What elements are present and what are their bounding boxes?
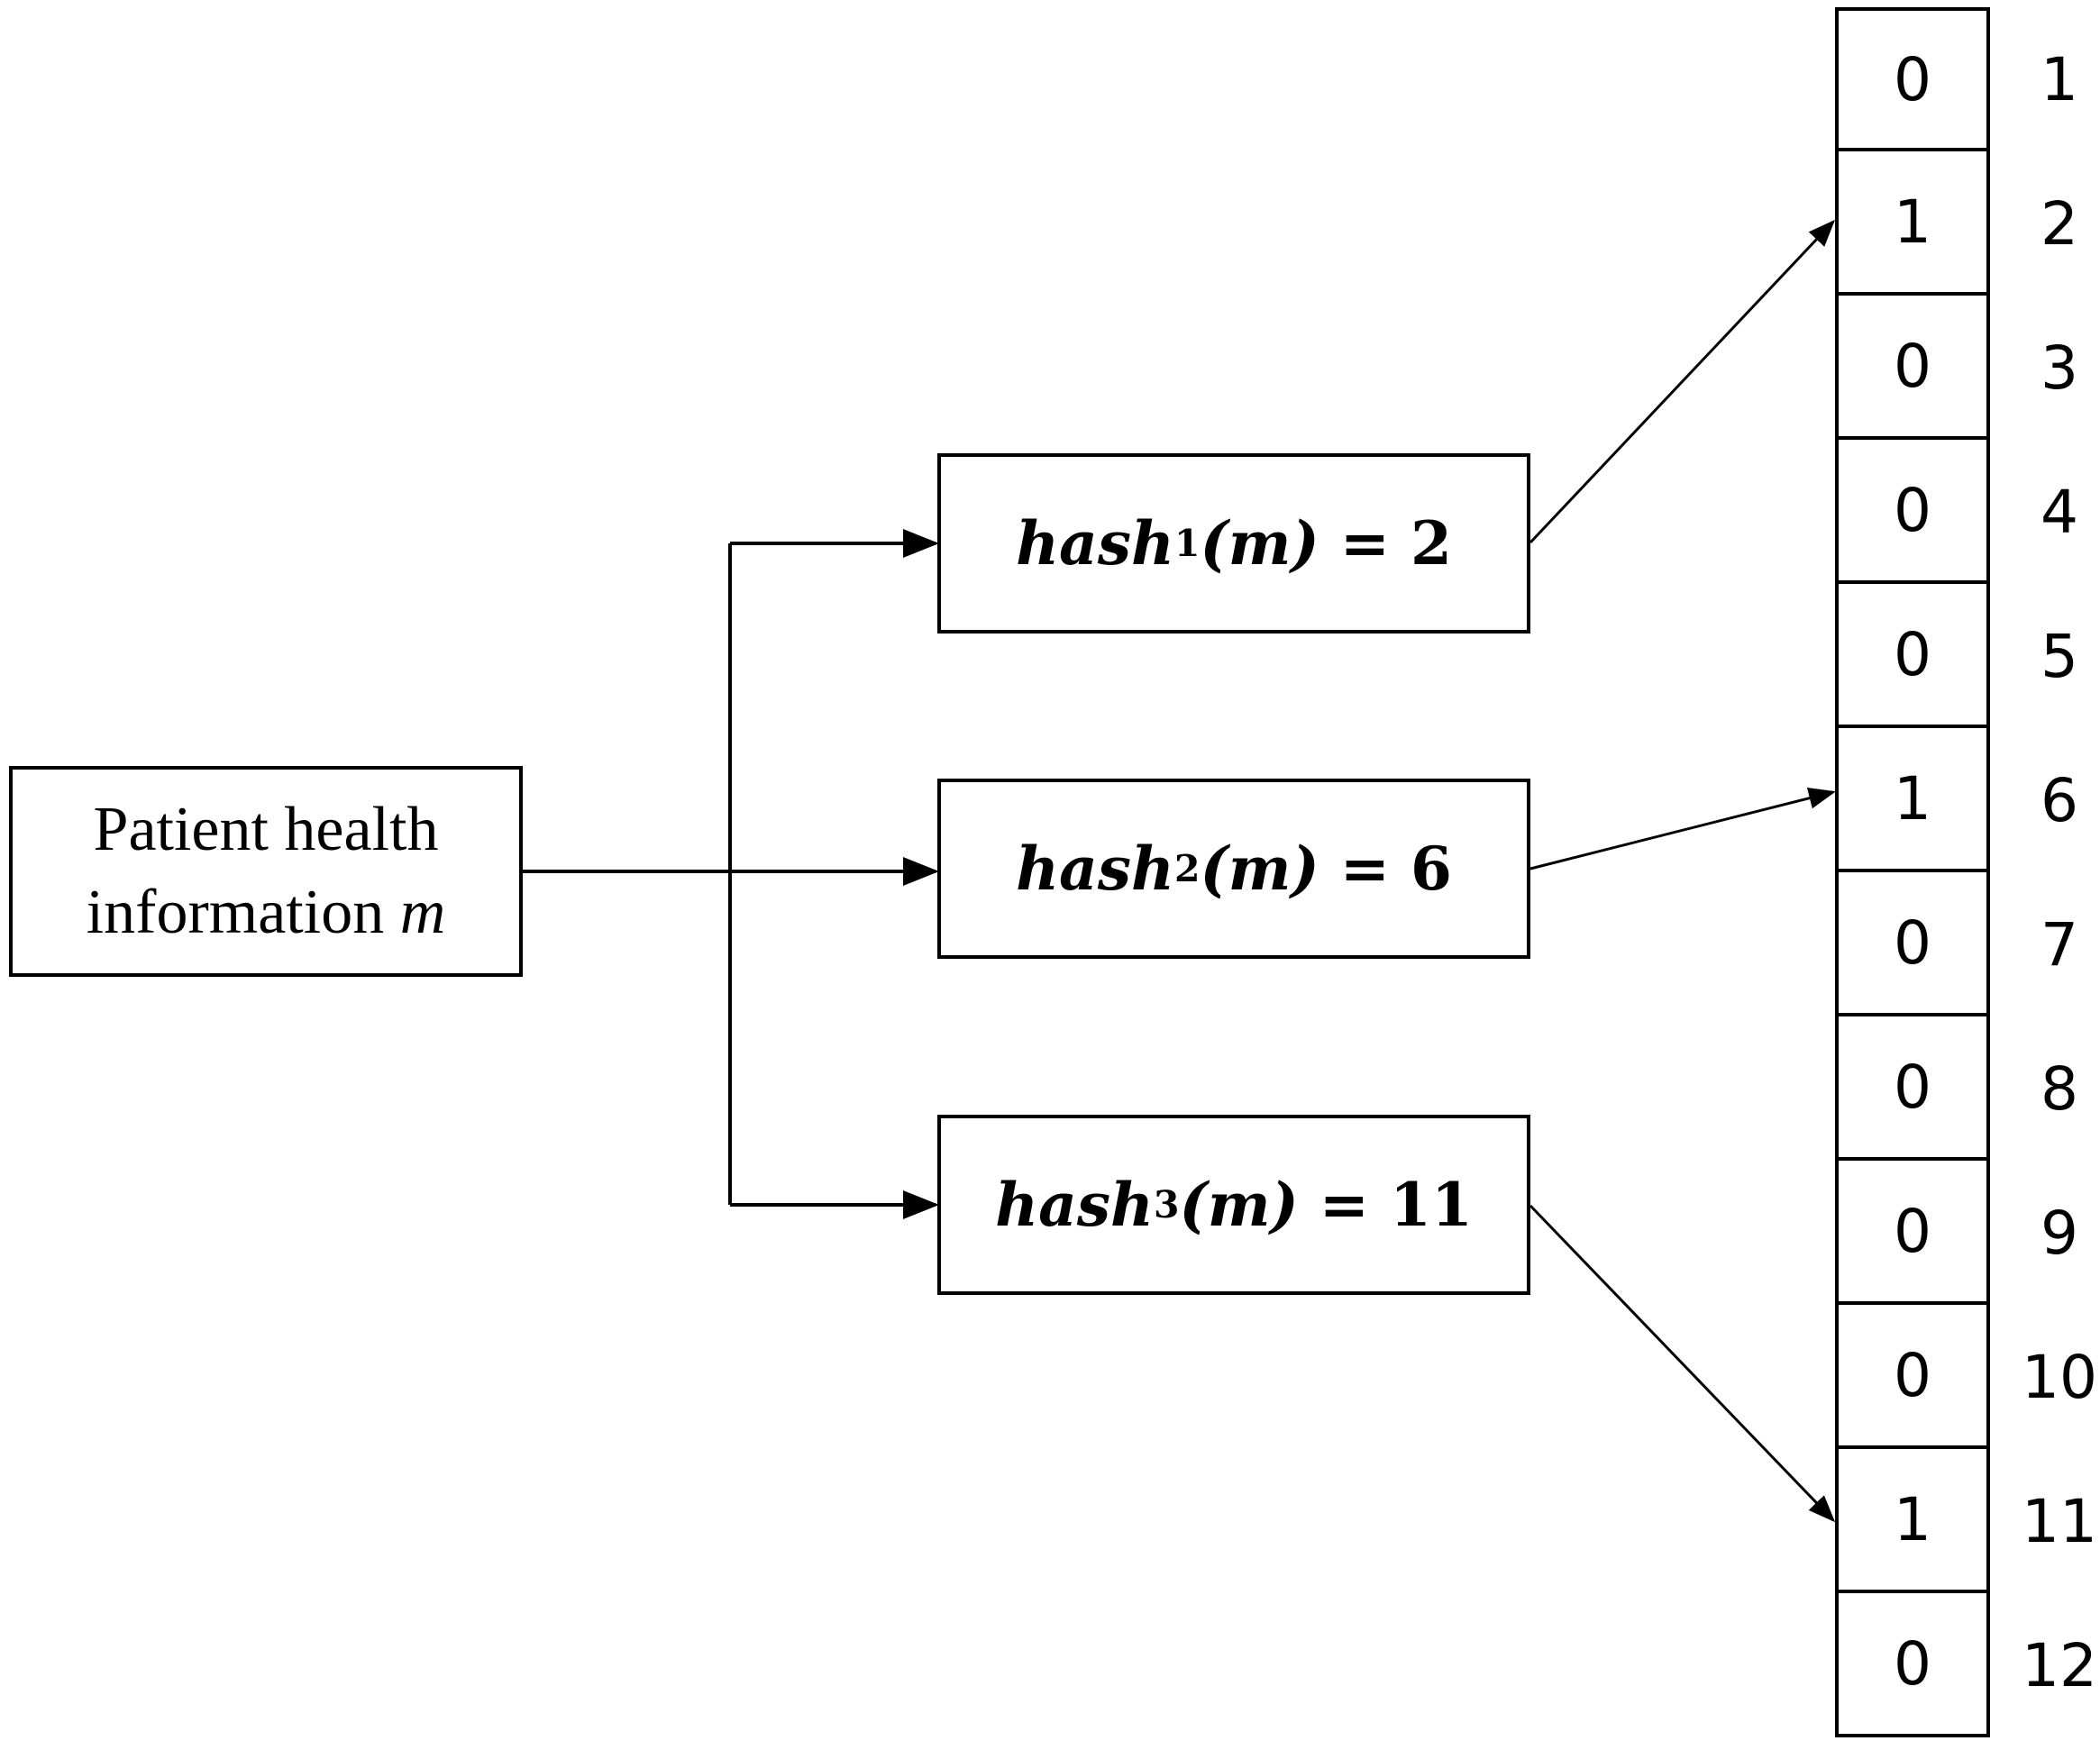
hash3-subscript: 3 — [1154, 1183, 1180, 1226]
bit-cell-2: 1 — [1835, 151, 1990, 296]
bit-index-3: 3 — [2041, 333, 2078, 403]
bit-cell-8: 0 — [1835, 1016, 1990, 1161]
bit-cell-4: 0 — [1835, 440, 1990, 584]
bit-cell-6: 1 — [1835, 728, 1990, 872]
bit-cell-11: 1 — [1835, 1449, 1990, 1593]
bit-index-11: 11 — [2022, 1486, 2097, 1556]
hash2-value: 6 — [1411, 834, 1452, 904]
patient-info-line2: information — [86, 878, 385, 947]
hash1-value: 2 — [1411, 508, 1452, 579]
hash2-argument: (m) — [1200, 834, 1319, 904]
hash1-equals: = — [1319, 508, 1411, 579]
bit-index-6: 6 — [2041, 765, 2078, 835]
hash1-function: hash — [1016, 508, 1174, 579]
bit-cell-5: 0 — [1835, 584, 1990, 728]
patient-info-variable: m — [399, 878, 446, 947]
bit-cell-7: 0 — [1835, 872, 1990, 1016]
bit-cell-1: 0 — [1835, 7, 1990, 151]
hash3-function: hash — [995, 1170, 1154, 1240]
bit-index-12: 12 — [2022, 1630, 2097, 1700]
bit-index-7: 7 — [2041, 909, 2078, 980]
hash2-equals: = — [1319, 834, 1411, 904]
hash3-equals: = — [1298, 1170, 1391, 1240]
bit-index-1: 1 — [2041, 44, 2078, 114]
bit-index-2: 2 — [2041, 188, 2078, 259]
bit-index-4: 4 — [2041, 477, 2078, 547]
bit-index-9: 9 — [2041, 1198, 2078, 1268]
bit-index-8: 8 — [2041, 1053, 2078, 1124]
hash3-argument: (m) — [1179, 1170, 1299, 1240]
hash1-subscript: 1 — [1173, 522, 1201, 565]
bit-cell-10: 0 — [1835, 1305, 1990, 1449]
hash3-value: 11 — [1390, 1170, 1473, 1240]
hash2-subscript: 2 — [1173, 847, 1201, 890]
hash1-to-bit-arrow — [1529, 219, 1836, 544]
hash2-function: hash — [1016, 834, 1174, 904]
bit-cell-12: 0 — [1835, 1593, 1990, 1737]
bit-index-5: 5 — [2041, 621, 2078, 691]
bit-index-10: 10 — [2022, 1342, 2097, 1412]
bit-cell-3: 0 — [1835, 296, 1990, 440]
bit-cell-9: 0 — [1835, 1161, 1990, 1305]
hash3-to-bit-arrow — [1529, 1204, 1836, 1523]
patient-info-line1: Patient health — [93, 795, 439, 864]
patient-info-label: Patient health information m — [87, 788, 446, 954]
patient-info-box: Patient health information m — [9, 766, 523, 977]
hash1-argument: (m) — [1200, 508, 1319, 579]
hash2-to-bit-arrow — [1529, 787, 1836, 870]
